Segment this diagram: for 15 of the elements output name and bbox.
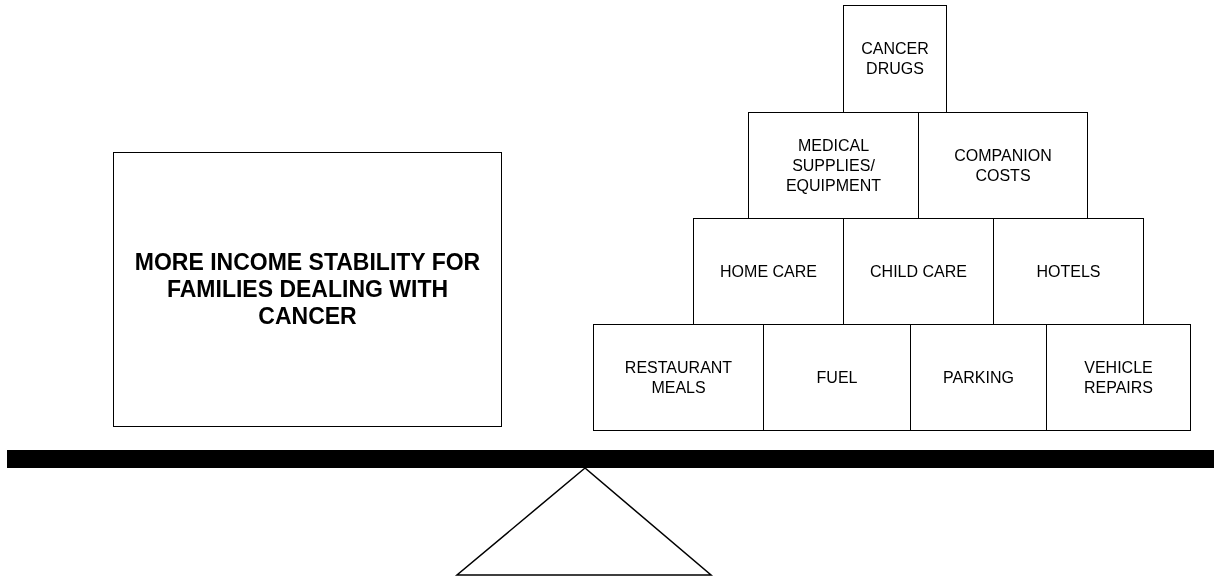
expense-label: CHILD CARE	[869, 261, 968, 282]
expense-label: RESTAURANT MEALS	[623, 357, 734, 398]
expense-label: VEHICLE REPAIRS	[1082, 357, 1155, 398]
expense-label: MEDICAL SUPPLIES/ EQUIPMENT	[784, 135, 883, 196]
expense-label: COMPANION COSTS	[953, 145, 1053, 186]
expense-label: HOTELS	[1035, 261, 1102, 282]
expense-box	[843, 5, 947, 113]
statement-box	[113, 152, 502, 427]
statement-text: MORE INCOME STABILITY FOR FAMILIES DEALING WITH CANCER	[133, 249, 482, 330]
expense-box	[593, 324, 764, 431]
expense-label: HOME CARE	[719, 261, 818, 282]
expense-label: CANCER DRUGS	[860, 39, 930, 79]
expense-box	[1046, 324, 1191, 431]
expense-label: FUEL	[815, 367, 859, 388]
expense-label: PARKING	[942, 367, 1015, 388]
